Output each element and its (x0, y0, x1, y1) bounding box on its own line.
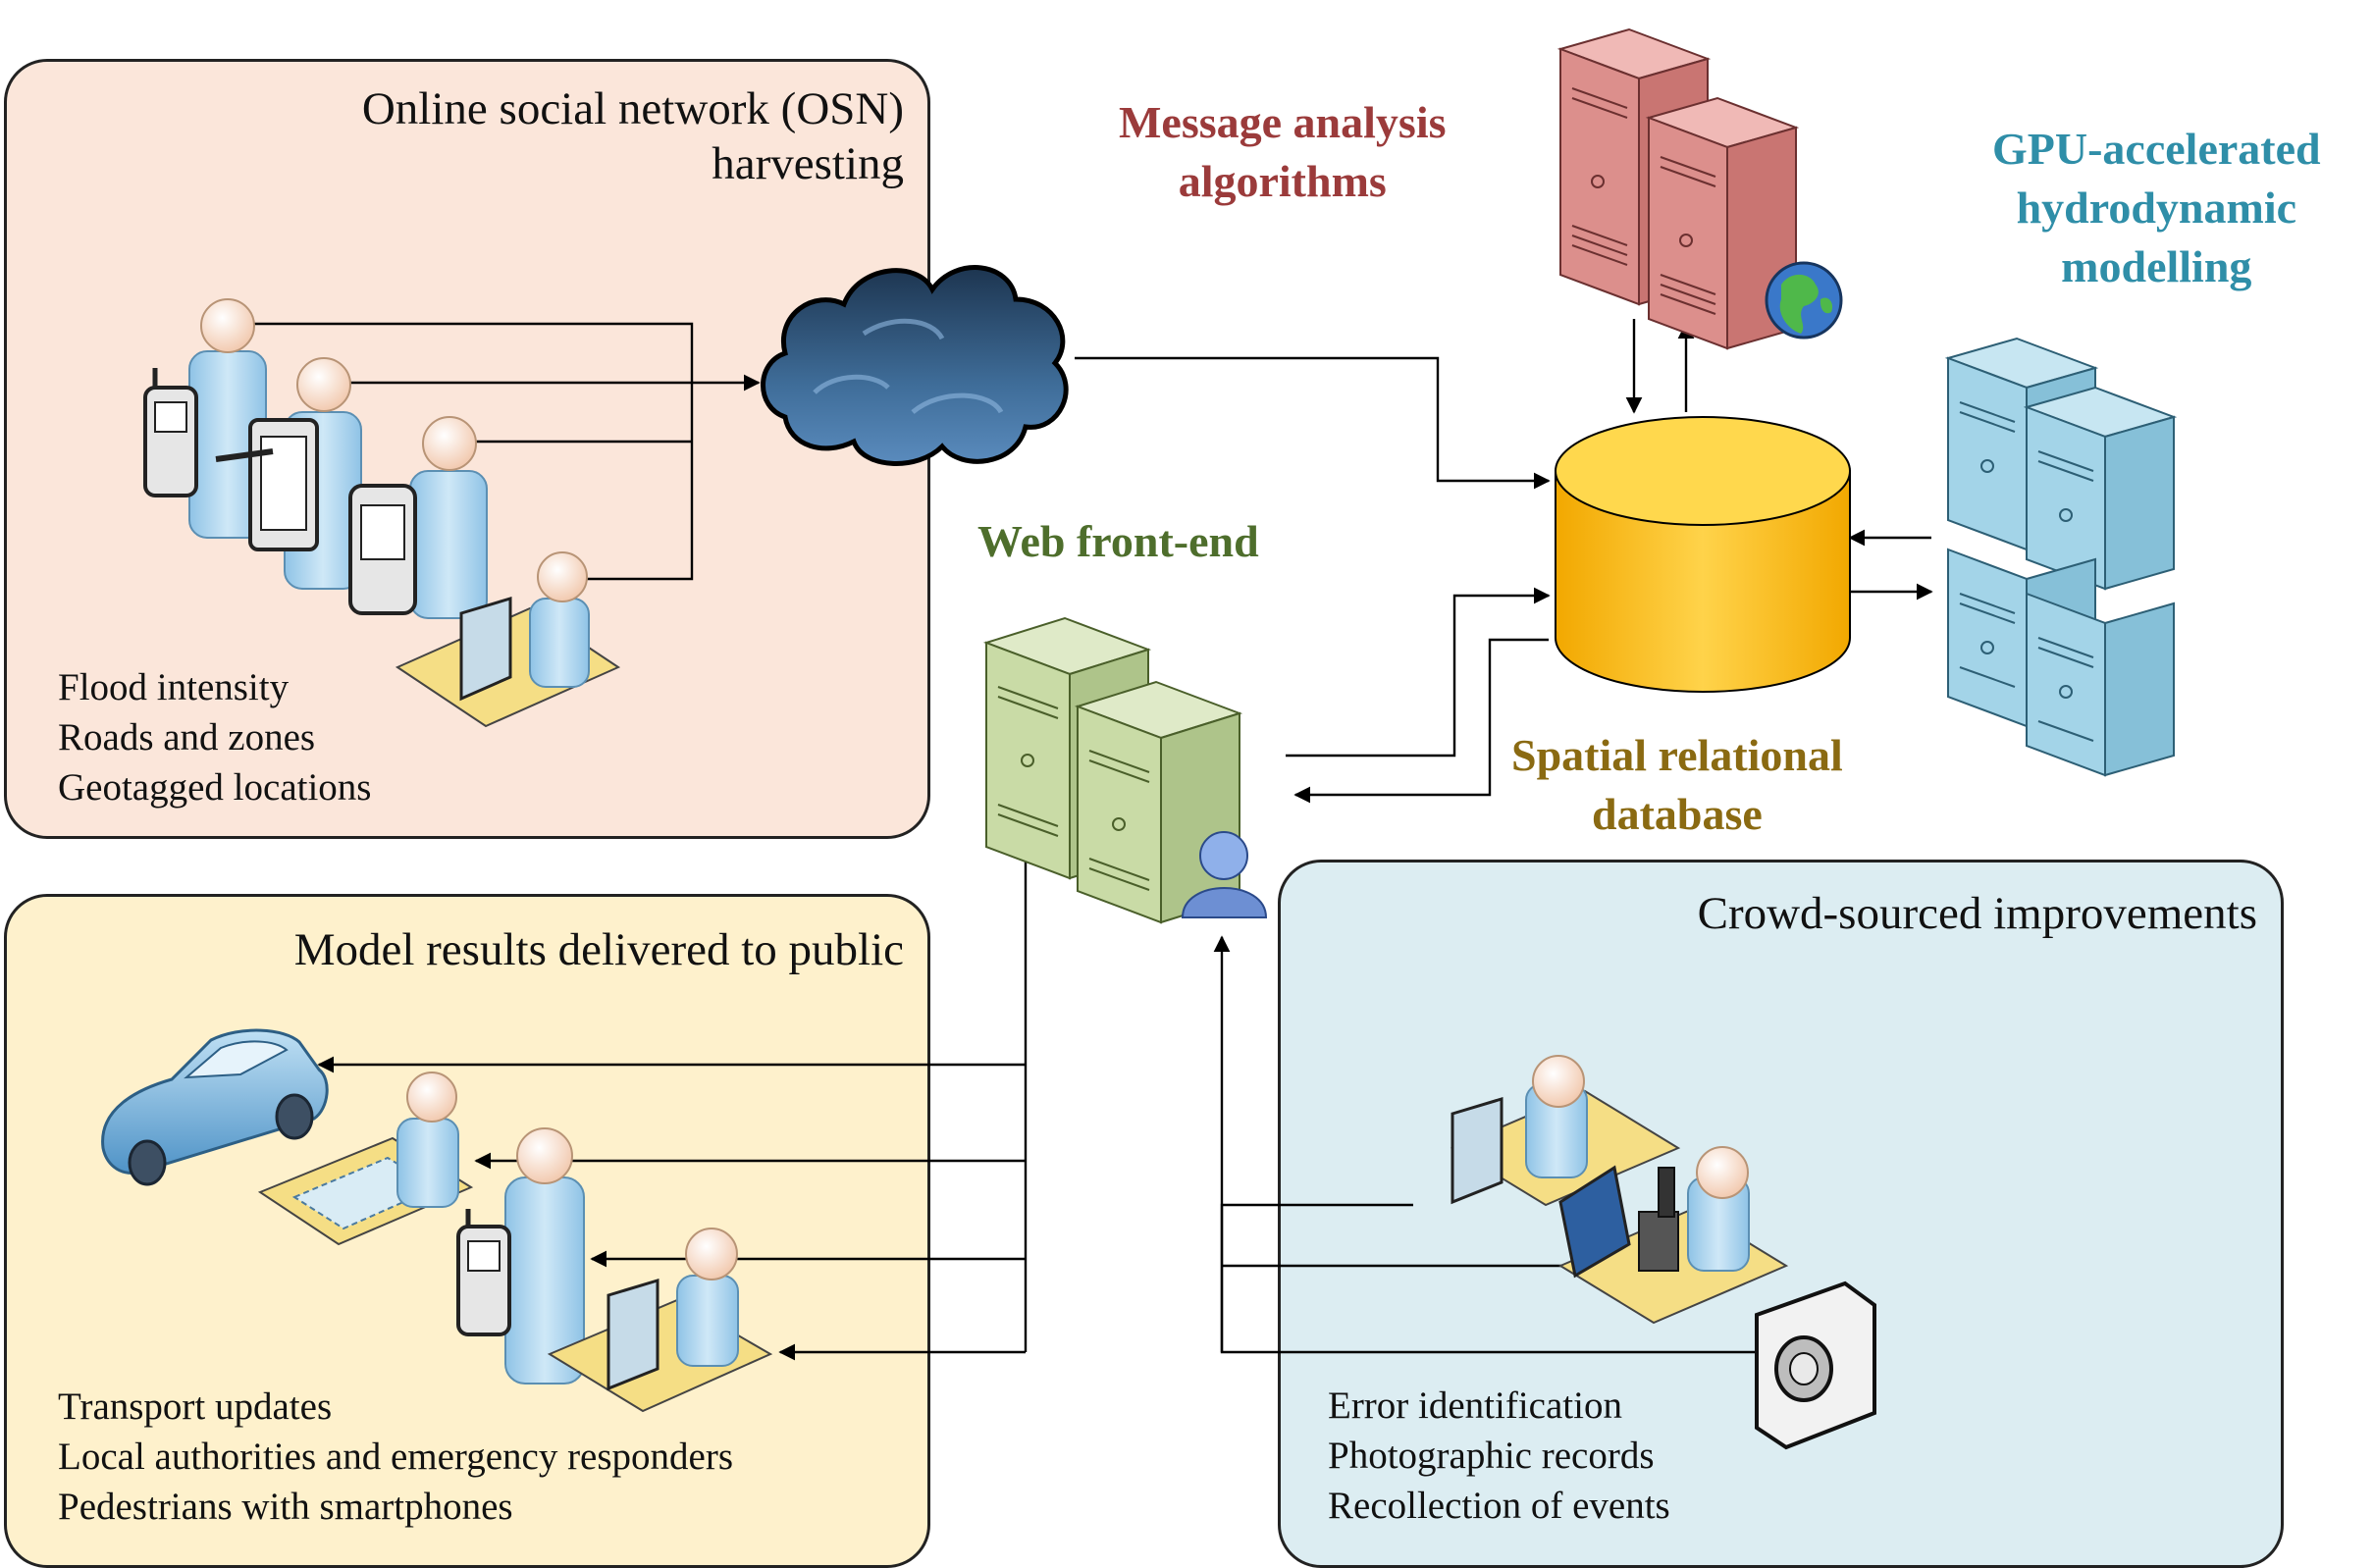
arrow-cloud-to-db (1075, 356, 1551, 490)
osn-item: Flood intensity (58, 666, 290, 708)
osn-items-list: Flood intensity Roads and zones Geotagge… (58, 662, 371, 812)
lab-workstation-icon (1557, 1146, 1789, 1325)
gpu-label-line3: modelling (2061, 241, 2252, 291)
model-items-list: Transport updates Local authorities and … (58, 1382, 733, 1532)
microscope-icon (1638, 1167, 1679, 1272)
arrow-db-to-web (1293, 638, 1549, 804)
osn-collector-line (245, 322, 694, 581)
osn-item: Geotagged locations (58, 766, 372, 809)
osn-title-line2: harvesting (712, 138, 904, 190)
planner-workstation-icon (257, 1071, 474, 1246)
database-label-line2: database (1591, 789, 1763, 839)
model-item: Transport updates (58, 1385, 333, 1428)
pda-icon (348, 484, 417, 615)
web-front-end-label: Web front-end (977, 516, 1259, 566)
web-server-icon (982, 616, 1243, 924)
crowd-item: Photographic records (1328, 1435, 1655, 1477)
crowd-item: Recollection of events (1328, 1485, 1670, 1527)
camera-icon (1755, 1281, 1876, 1450)
crowd-panel-title: Crowd-sourced improvements (1697, 888, 2257, 939)
phone-icon (456, 1209, 511, 1336)
message-analysis-label: Message analysis algorithms (1119, 93, 1447, 211)
message-label-line2: algorithms (1178, 156, 1387, 206)
gpu-label-line1: GPU-accelerated (1992, 124, 2321, 174)
osn-panel-title: Online social network (OSN) harvesting (362, 81, 904, 192)
crowd-workstation-icon (1450, 1055, 1681, 1207)
model-results-panel: Model results delivered to public Transp… (4, 894, 930, 1568)
gpu-modelling-label: GPU-accelerated hydrodynamic modelling (1992, 120, 2321, 296)
osn-title-line1: Online social network (OSN) (361, 83, 904, 134)
person-icon (409, 416, 488, 619)
tablet-icon (215, 418, 319, 551)
osn-item: Roads and zones (58, 716, 316, 758)
workstation-icon (395, 551, 621, 728)
pedestrian-icon (456, 1127, 585, 1385)
connector-lines (245, 319, 1933, 1361)
message-label-line1: Message analysis (1119, 97, 1447, 147)
globe-icon (1765, 261, 1843, 340)
database-label-line1: Spatial relational (1511, 730, 1843, 780)
message-server-icon (1556, 27, 1800, 350)
phone-icon (143, 368, 198, 497)
desk-user-workstation-icon (547, 1228, 773, 1413)
model-item: Pedestrians with smartphones (58, 1486, 513, 1528)
model-item: Local authorities and emergency responde… (58, 1436, 734, 1478)
osn-people-group (143, 298, 621, 728)
crowd-sourced-panel: Crowd-sourced improvements Error identif… (1278, 860, 2284, 1568)
arrow-web-to-db (1286, 587, 1551, 758)
gpu-server-icon (1944, 337, 2178, 777)
crowd-items-list: Error identification Photographic record… (1328, 1381, 1670, 1531)
car-icon (101, 1028, 329, 1186)
database-icon (1555, 416, 1851, 693)
model-panel-title: Model results delivered to public (293, 924, 904, 975)
database-label: Spatial relational database (1511, 726, 1843, 844)
person-icon (188, 298, 267, 539)
gpu-label-line2: hydrodynamic (2016, 183, 2297, 233)
crowd-item: Error identification (1328, 1385, 1622, 1427)
user-icon (1181, 831, 1268, 918)
cloud-icon (761, 265, 1069, 466)
